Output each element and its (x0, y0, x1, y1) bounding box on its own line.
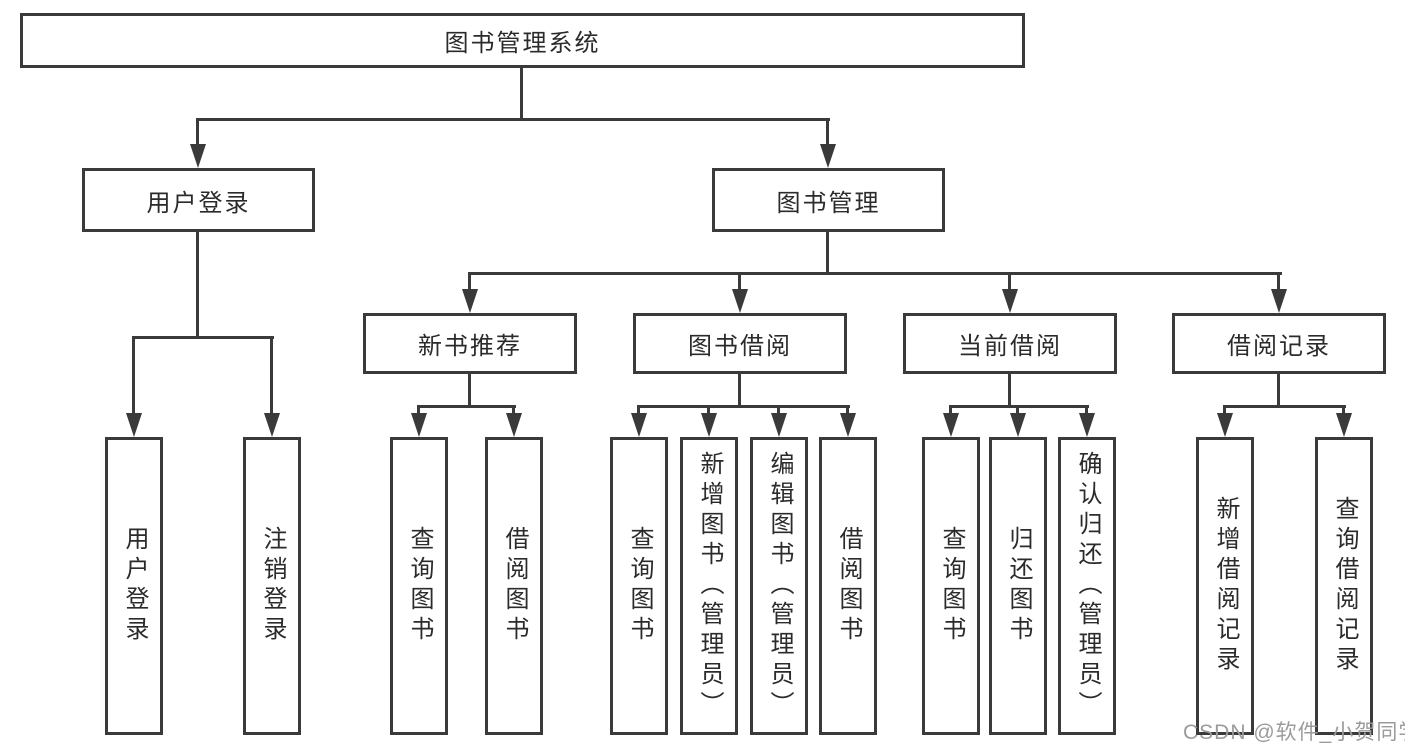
arrowhead-icon (631, 413, 647, 437)
connector-line (826, 230, 829, 275)
connector-line (1085, 405, 1088, 419)
node-book-management-label: 图书管理 (776, 189, 881, 217)
leaf-query-borrow-record-label: 查询借阅记录 (1331, 496, 1358, 676)
arrowhead-icon (264, 413, 280, 437)
connector-line (826, 118, 829, 150)
connector-line (738, 272, 741, 296)
arrowhead-icon (190, 144, 206, 168)
node-book-management: 图书管理 (712, 168, 945, 232)
leaf-add-books-admin: 新增图书（管理员） (680, 437, 738, 735)
connector-line (949, 405, 1089, 408)
connector-line (707, 405, 710, 419)
node-new-book-recommend-label: 新书推荐 (418, 333, 522, 360)
connector-line (512, 405, 515, 419)
connector-line (1223, 405, 1226, 419)
connector-line (417, 405, 420, 419)
connector-line (1223, 405, 1346, 408)
leaf-confirm-return-admin-label: 确认归还（管理员） (1074, 451, 1101, 721)
connector-line (132, 336, 274, 339)
connector-line (1008, 272, 1011, 296)
arrowhead-icon (732, 289, 748, 313)
connector-line (637, 405, 640, 419)
connector-line (738, 372, 741, 408)
arrowhead-icon (462, 289, 478, 313)
leaf-borrow-books-recommend: 借阅图书 (485, 437, 543, 735)
leaf-user-login: 用户登录 (105, 437, 163, 735)
arrowhead-icon (771, 413, 787, 437)
leaf-query-books-borrowing-label: 查询图书 (626, 526, 653, 646)
connector-line (417, 405, 516, 408)
arrowhead-icon (506, 413, 522, 437)
node-book-borrowing: 图书借阅 (633, 313, 847, 374)
arrowhead-icon (840, 413, 856, 437)
leaf-confirm-return-admin: 确认归还（管理员） (1058, 437, 1116, 735)
arrowhead-icon (126, 413, 142, 437)
connector-line (846, 405, 849, 419)
arrowhead-icon (943, 413, 959, 437)
arrowhead-icon (1271, 289, 1287, 313)
arrowhead-icon (1079, 413, 1095, 437)
leaf-return-books: 归还图书 (989, 437, 1047, 735)
leaf-borrow-books-recommend-label: 借阅图书 (501, 526, 528, 646)
arrowhead-icon (701, 413, 717, 437)
leaf-query-books-current-label: 查询图书 (938, 526, 965, 646)
leaf-borrow-books-label: 借阅图书 (835, 526, 862, 646)
leaf-query-books-current: 查询图书 (922, 437, 980, 735)
connector-line (468, 372, 471, 408)
connector-line (1277, 372, 1280, 408)
leaf-edit-books-admin: 编辑图书（管理员） (750, 437, 808, 735)
node-current-borrowing-label: 当前借阅 (958, 333, 1062, 360)
watermark-text: CSDN @软件_小贺同学 (1183, 721, 1405, 744)
leaf-return-books-label: 归还图书 (1005, 526, 1032, 646)
connector-line (270, 336, 273, 419)
node-borrow-records: 借阅记录 (1172, 313, 1386, 374)
connector-line (637, 405, 850, 408)
leaf-query-books-borrowing: 查询图书 (610, 437, 668, 735)
node-user-login: 用户登录 (82, 168, 315, 232)
arrowhead-icon (411, 413, 427, 437)
leaf-edit-books-admin-label: 编辑图书（管理员） (766, 451, 793, 721)
leaf-logout-label: 注销登录 (259, 526, 286, 646)
node-book-borrowing-label: 图书借阅 (688, 333, 792, 360)
connector-line (468, 272, 471, 296)
leaf-query-books-recommend: 查询图书 (390, 437, 448, 735)
connector-line (1016, 405, 1019, 419)
arrowhead-icon (1010, 413, 1026, 437)
leaf-add-books-admin-label: 新增图书（管理员） (696, 451, 723, 721)
node-root: 图书管理系统 (20, 13, 1025, 68)
arrowhead-icon (820, 144, 836, 168)
node-user-login-label: 用户登录 (146, 189, 251, 217)
node-borrow-records-label: 借阅记录 (1227, 333, 1331, 360)
arrowhead-icon (1217, 413, 1233, 437)
connector-line (949, 405, 952, 419)
connector-line (196, 118, 830, 121)
connector-line (1277, 272, 1280, 296)
connector-line (468, 272, 1282, 275)
connector-line (132, 336, 135, 419)
connector-line (520, 66, 523, 121)
leaf-query-books-recommend-label: 查询图书 (406, 526, 433, 646)
node-new-book-recommend: 新书推荐 (363, 313, 577, 374)
arrowhead-icon (1336, 413, 1352, 437)
leaf-add-borrow-record-label: 新增借阅记录 (1212, 496, 1239, 676)
connector-line (196, 118, 199, 150)
leaf-logout: 注销登录 (243, 437, 301, 735)
connector-line (1008, 372, 1011, 408)
connector-line (1342, 405, 1345, 419)
leaf-query-borrow-record: 查询借阅记录 (1315, 437, 1373, 735)
leaf-add-borrow-record: 新增借阅记录 (1196, 437, 1254, 735)
connector-line (196, 230, 199, 339)
connector-line (777, 405, 780, 419)
node-current-borrowing: 当前借阅 (903, 313, 1117, 374)
node-root-label: 图书管理系统 (444, 30, 601, 57)
leaf-borrow-books: 借阅图书 (819, 437, 877, 735)
leaf-user-login-label: 用户登录 (121, 526, 148, 646)
arrowhead-icon (1002, 289, 1018, 313)
